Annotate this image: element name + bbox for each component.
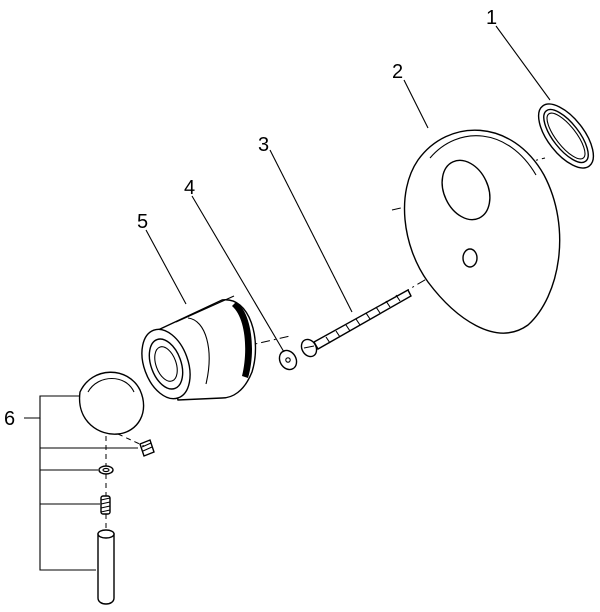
sleeve (141, 295, 257, 401)
leader-lines (145, 25, 551, 353)
mounting-screw (300, 289, 412, 358)
callout-3: 3 (258, 134, 269, 156)
spring (100, 495, 111, 515)
callout-1: 1 (486, 7, 497, 29)
escutcheon-plate (403, 129, 561, 334)
set-screw (139, 439, 155, 457)
washer (278, 349, 298, 371)
callout-5: 5 (137, 211, 148, 233)
small-washer (98, 465, 114, 475)
handle-lever-cap (78, 371, 145, 435)
handle-assembly (24, 371, 155, 605)
callout-4: 4 (184, 177, 195, 199)
callout-2: 2 (392, 61, 403, 83)
handle-rod (97, 529, 115, 605)
ring (537, 103, 595, 169)
lever-cap-highlight (87, 378, 135, 393)
callout-6: 6 (4, 408, 15, 430)
